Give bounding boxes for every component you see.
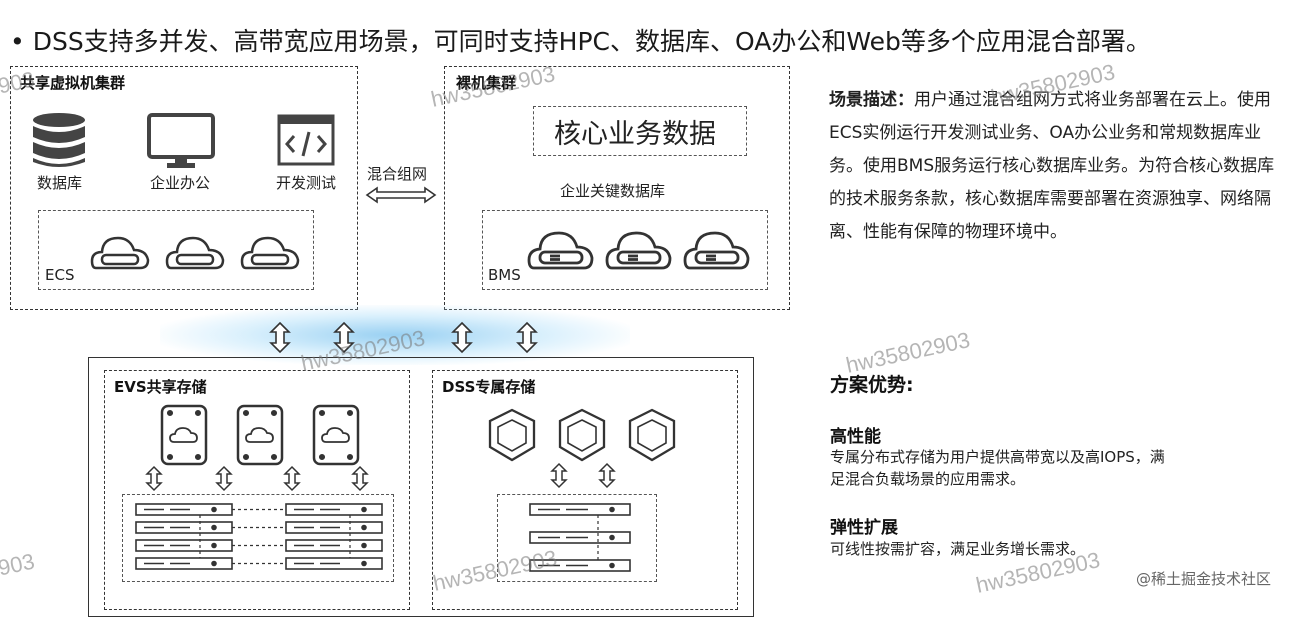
server-icon xyxy=(529,559,631,572)
storage-node-icon xyxy=(628,408,676,462)
up-down-arrow-icon xyxy=(269,321,291,354)
cloud-disk-icon xyxy=(236,404,284,466)
ecs-group xyxy=(38,210,314,290)
bare-metal-cluster-label: 裸机集群 xyxy=(456,74,517,92)
monitor-icon xyxy=(147,113,215,168)
bms-instances xyxy=(527,231,750,270)
network-glow xyxy=(160,305,630,365)
page-title: • DSS支持多并发、高带宽应用场景，可同时支持HPC、数据库、OA办公和Web… xyxy=(10,27,1151,56)
vertical-arrows xyxy=(269,321,538,354)
cloud-server-icon xyxy=(90,236,150,270)
up-down-arrow-icon xyxy=(598,462,616,489)
dss-server-rack xyxy=(497,494,657,582)
icon-label-office: 企业办公 xyxy=(150,174,211,192)
server-icon xyxy=(285,503,383,516)
core-data-box xyxy=(533,106,747,156)
up-down-arrow-icon xyxy=(351,465,369,492)
shared-vm-cluster-label: 共享虚拟机集群 xyxy=(20,74,126,92)
watermark: 903 xyxy=(0,548,37,581)
evs-server-rack xyxy=(122,494,394,582)
scenario-description: 场景描述：用户通过混合组网方式将业务部署在云上。使用ECS实例运行开发测试业务、… xyxy=(829,84,1289,249)
bms-group xyxy=(482,210,768,290)
up-down-arrow-icon xyxy=(550,462,568,489)
server-icon xyxy=(135,539,233,552)
icon-label-devtest: 开发测试 xyxy=(276,174,337,192)
storage-node-icon xyxy=(558,408,606,462)
key-db-label: 企业关键数据库 xyxy=(560,182,666,200)
cloud-server-icon xyxy=(605,231,672,270)
cloud-server-icon xyxy=(527,231,594,270)
up-down-arrow-icon xyxy=(283,465,301,492)
double-arrow-icon xyxy=(365,186,437,204)
icon-label-database: 数据库 xyxy=(37,174,83,192)
evs-disks xyxy=(160,404,360,466)
bms-label: BMS xyxy=(488,266,521,284)
server-icon xyxy=(529,503,631,516)
source-credit: @稀土掘金技术社区 xyxy=(1136,570,1272,588)
server-icon xyxy=(285,557,383,570)
advantages-heading: 方案优势: xyxy=(830,374,914,396)
up-down-arrow-icon xyxy=(145,465,163,492)
advantage-text-scaling: 可线性按需扩容，满足业务增长需求。 xyxy=(830,540,1086,558)
dss-arrows xyxy=(550,462,616,489)
server-icon xyxy=(135,557,233,570)
up-down-arrow-icon xyxy=(516,321,538,354)
up-down-arrow-icon xyxy=(215,465,233,492)
cloud-disk-icon xyxy=(160,404,208,466)
cloud-server-icon xyxy=(240,236,300,270)
code-icon xyxy=(277,114,335,166)
database-icon xyxy=(33,113,85,167)
cloud-server-icon xyxy=(683,231,750,270)
server-icon xyxy=(285,539,383,552)
advantage-title-performance: 高性能 xyxy=(830,427,881,447)
scenario-heading: 场景描述： xyxy=(829,90,914,110)
ecs-label: ECS xyxy=(45,266,75,284)
advantage-title-scaling: 弹性扩展 xyxy=(830,518,898,538)
up-down-arrow-icon xyxy=(333,321,355,354)
core-data-label: 核心业务数据 xyxy=(554,119,716,150)
scenario-text: 用户通过混合组网方式将业务部署在云上。使用ECS实例运行开发测试业务、OA办公业… xyxy=(829,90,1275,242)
up-down-arrow-icon xyxy=(451,321,473,354)
advantage-text-performance: 专属分布式存储为用户提供高带宽以及高IOPS，满足混合负载场景的应用需求。 xyxy=(830,448,1165,488)
dss-storage-label: DSS专属存储 xyxy=(442,378,536,396)
ecs-instances xyxy=(90,236,300,270)
dss-servers xyxy=(529,503,631,572)
dss-nodes xyxy=(488,408,676,462)
server-icon xyxy=(529,531,631,544)
evs-arrows xyxy=(145,465,369,492)
evs-storage-label: EVS共享存储 xyxy=(114,378,207,396)
cloud-disk-icon xyxy=(312,404,360,466)
server-icon xyxy=(135,521,233,534)
server-icon xyxy=(135,503,233,516)
cloud-server-icon xyxy=(165,236,225,270)
storage-node-icon xyxy=(488,408,536,462)
evs-servers xyxy=(135,503,383,570)
server-icon xyxy=(285,521,383,534)
hybrid-network-label: 混合组网 xyxy=(367,165,428,183)
